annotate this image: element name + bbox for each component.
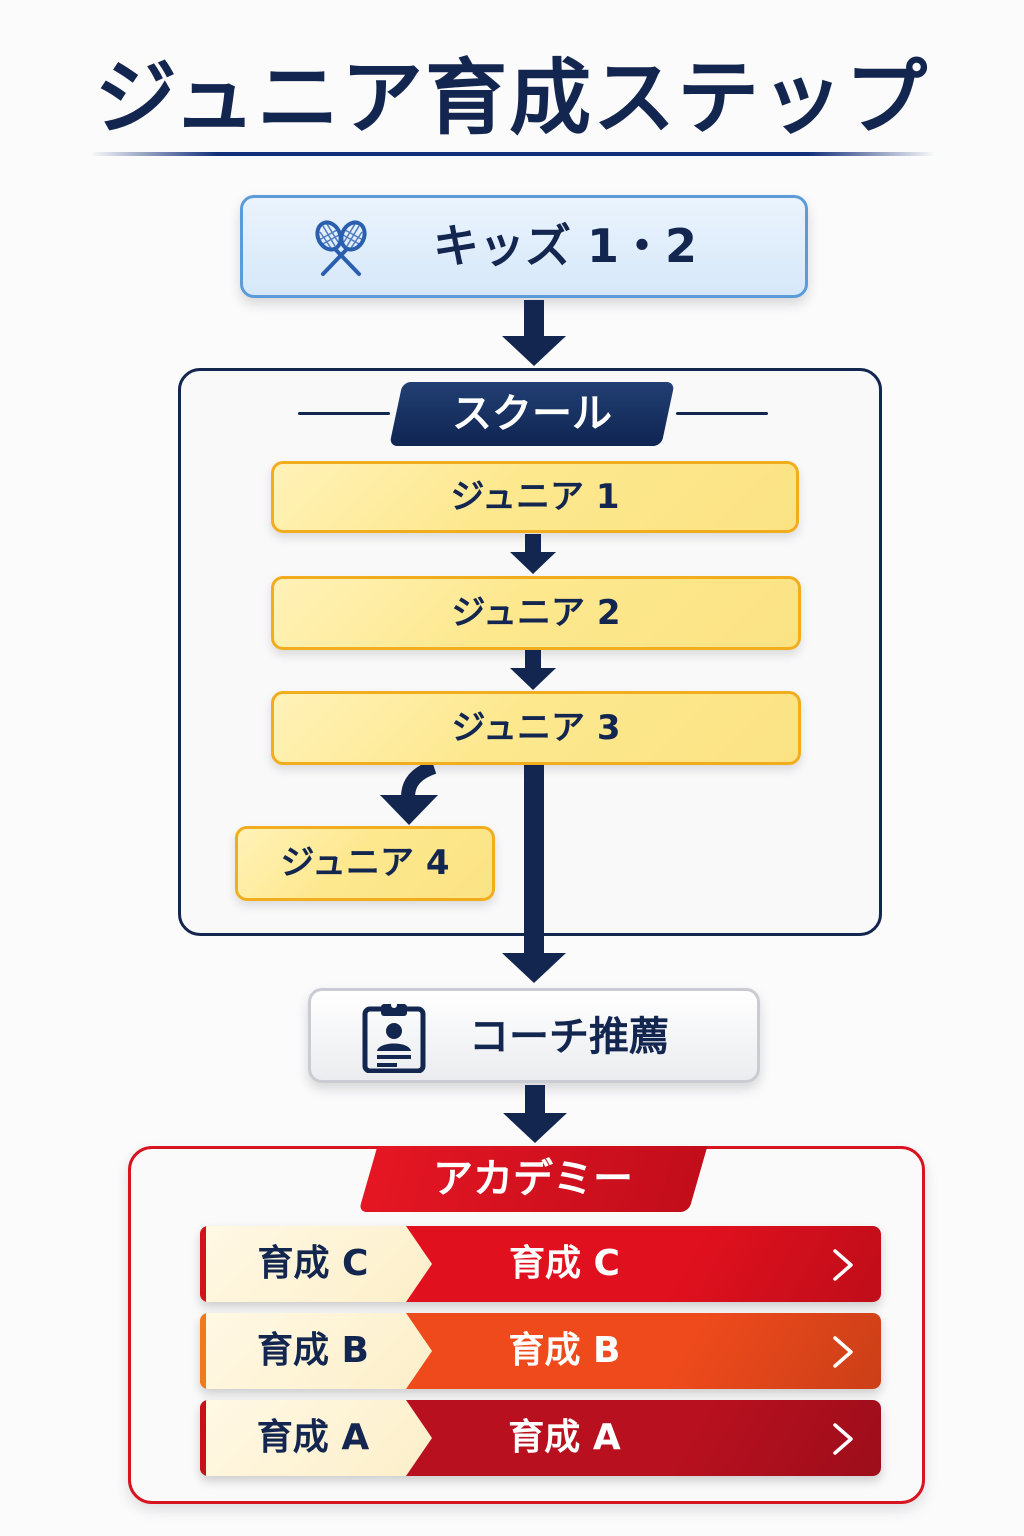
course-row-edge <box>200 1226 208 1302</box>
coach-recommendation-box[interactable]: コーチ推薦 <box>308 988 760 1083</box>
junior-2-label: ジュニア 2 <box>451 593 621 633</box>
course-row-edge <box>200 1400 208 1476</box>
page-title: ジュニア育成ステップ <box>94 51 930 146</box>
tennis-rackets-icon <box>311 218 371 278</box>
course-row-edge <box>200 1313 208 1389</box>
chevron-right-icon[interactable] <box>831 1422 855 1456</box>
course-tab <box>206 1400 432 1476</box>
coach-recommendation-label: コーチ推薦 <box>469 1014 669 1060</box>
academy-banner: アカデミー <box>358 1146 708 1212</box>
down-arrow-icon <box>502 300 566 368</box>
course-row-c[interactable]: 育成 C 育成 C <box>200 1226 881 1302</box>
course-tab-label: 育成 B <box>257 1330 369 1371</box>
course-row-a[interactable]: 育成 A 育成 A <box>200 1400 881 1476</box>
down-arrow-icon <box>503 1085 567 1145</box>
kids-step-box[interactable]: キッズ 1・2 <box>240 195 808 298</box>
school-banner: スクール <box>389 382 675 446</box>
long-down-arrow-icon <box>502 765 566 985</box>
course-label: 育成 B <box>508 1330 621 1371</box>
chevron-right-icon[interactable] <box>831 1248 855 1282</box>
junior-2-box[interactable]: ジュニア 2 <box>271 576 801 650</box>
junior-4-label: ジュニア 4 <box>280 843 450 883</box>
down-arrow-icon <box>510 650 556 692</box>
junior-3-label: ジュニア 3 <box>451 708 621 748</box>
academy-banner-label: アカデミー <box>433 1156 633 1202</box>
banner-divider-left <box>298 412 390 415</box>
course-label: 育成 C <box>509 1243 620 1284</box>
course-tab-label: 育成 A <box>256 1417 370 1458</box>
kids-step-label: キッズ 1・2 <box>433 219 698 273</box>
course-tab <box>206 1226 432 1302</box>
junior-3-box[interactable]: ジュニア 3 <box>271 691 801 765</box>
junior-1-box[interactable]: ジュニア 1 <box>271 461 799 533</box>
school-banner-label: スクール <box>452 391 612 437</box>
banner-divider-right <box>676 412 768 415</box>
course-label: 育成 A <box>508 1417 621 1458</box>
course-tab-label: 育成 C <box>257 1243 369 1284</box>
chevron-right-icon[interactable] <box>831 1335 855 1369</box>
clipboard-person-icon <box>361 1001 427 1074</box>
curved-down-arrow-icon <box>376 765 440 827</box>
course-row-b[interactable]: 育成 B 育成 B <box>200 1313 881 1389</box>
junior-1-label: ジュニア 1 <box>450 477 620 517</box>
down-arrow-icon <box>510 534 556 576</box>
junior-4-box[interactable]: ジュニア 4 <box>235 826 495 901</box>
course-tab <box>206 1313 432 1389</box>
title-underline <box>90 152 935 156</box>
